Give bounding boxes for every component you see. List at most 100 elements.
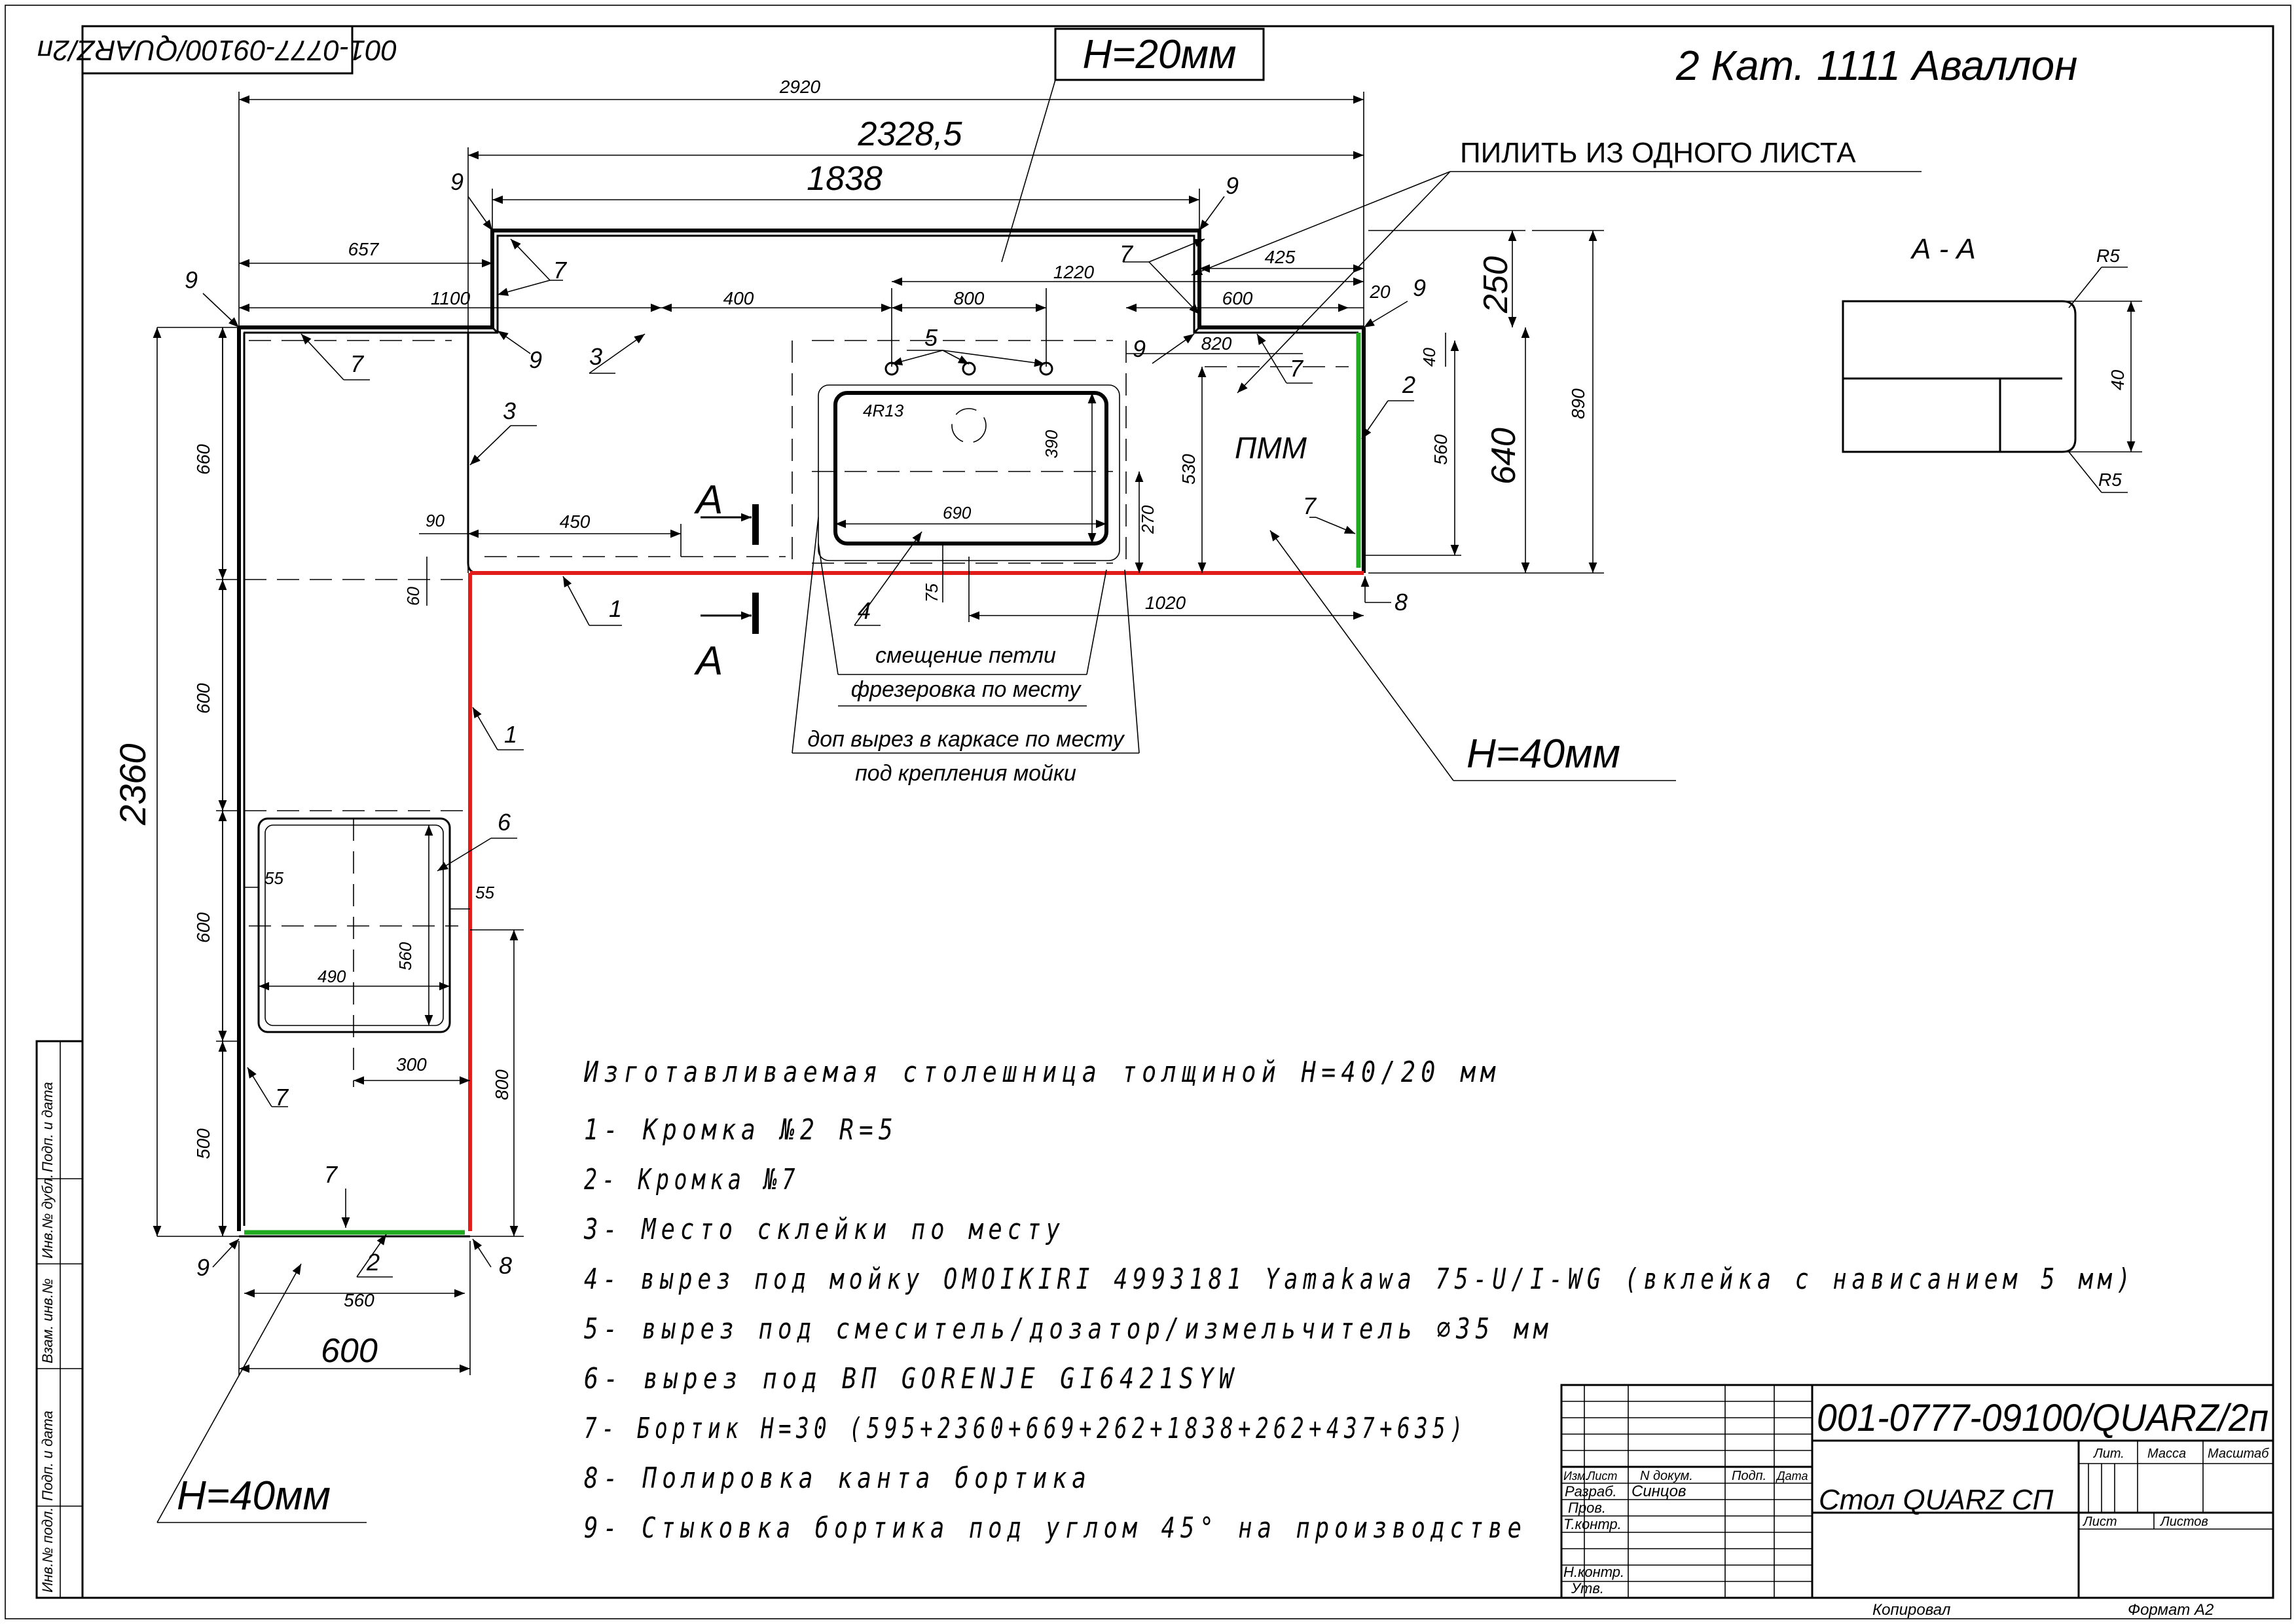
callout-9-f: 9 — [1413, 274, 1426, 301]
dimensions: 2920 2328,5 1838 657 1100 400 1220 800 4… — [112, 77, 1604, 1375]
section-dim-40: 40 — [2107, 369, 2128, 390]
dim-60: 60 — [403, 587, 423, 606]
side-stamp-1: Подп. и дата — [39, 1082, 56, 1172]
callout-7-c: 7 — [1120, 240, 1134, 267]
dim-90: 90 — [426, 511, 445, 530]
section-r-bottom: R5 — [2098, 470, 2122, 490]
callout-7-a: 7 — [553, 257, 568, 284]
dim-2328: 2328,5 — [857, 115, 962, 153]
note-1: 1- Кромка №2 R=5 — [584, 1113, 898, 1147]
callouts: 1 1 2 2 3 3 4 5 6 7 — [185, 168, 1426, 1281]
callout-3-b: 3 — [503, 397, 516, 424]
note-4: 4- вырез под мойку OMOIKIRI 4993181 Yama… — [584, 1263, 2136, 1296]
section-r-top: R5 — [2096, 246, 2120, 266]
dim-657: 657 — [348, 239, 380, 259]
dim-600-b: 600 — [193, 912, 213, 943]
cut-label-bottom: А — [693, 638, 723, 684]
callout-8-a: 8 — [1394, 589, 1408, 616]
dim-820: 820 — [1201, 333, 1232, 354]
callout-1-a: 1 — [609, 595, 622, 622]
cut-label-top: А — [693, 477, 723, 523]
callout-9-a: 9 — [185, 267, 198, 293]
callout-9-b: 9 — [450, 168, 464, 195]
tb-hdr-podp: Подп. — [1732, 1469, 1766, 1483]
dim-560-hob: 560 — [395, 942, 415, 970]
h20-label: H=20мм — [1083, 32, 1237, 77]
callout-7-f: 7 — [275, 1084, 289, 1111]
sink-cutout: 4R13 — [818, 361, 1120, 561]
dim-560-right: 560 — [1430, 434, 1451, 465]
dim-270: 270 — [1138, 505, 1157, 534]
dim-55-b: 55 — [475, 883, 494, 902]
callout-4: 4 — [858, 597, 871, 624]
section-a-a: А - А 40 R5 R5 — [1842, 233, 2142, 493]
sink-note-2: фрезеровка по месту — [851, 677, 1082, 702]
saw-note: ПИЛИТЬ ИЗ ОДНОГО ЛИСТА — [1191, 137, 1922, 394]
side-stamp-5: Инв.№ подл. — [39, 1507, 56, 1593]
dim-425: 425 — [1265, 247, 1296, 267]
sink-note-1: смещение петли — [875, 643, 1056, 668]
tb-code: 001-0777-09100/QUARZ/2п — [1817, 1397, 2269, 1439]
callout-9-c: 9 — [1226, 172, 1239, 199]
callout-9-g: 9 — [196, 1254, 210, 1281]
side-stamp-2: Инв.№ дубл. — [39, 1174, 56, 1259]
dim-500: 500 — [193, 1128, 213, 1159]
dim-560-bottom: 560 — [344, 1290, 374, 1310]
dim-800: 800 — [954, 288, 985, 308]
tb-list: Лист — [2082, 1515, 2117, 1529]
tb-name: Стол QUARZ СП — [1819, 1484, 2053, 1516]
callout-9-e: 9 — [1133, 335, 1146, 362]
notes-list: Изготавливаемая столешница толщиной H=40… — [583, 1056, 2136, 1545]
dim-490: 490 — [318, 967, 346, 986]
tb-hdr-ndoc: N докум. — [1640, 1469, 1693, 1483]
side-stamp-3: Взам. инв.№ — [39, 1278, 56, 1363]
dim-250: 250 — [1477, 256, 1515, 314]
sink-notes: смещение петли фрезеровка по месту доп в… — [792, 517, 1140, 786]
tb-prov: Пров. — [1568, 1500, 1606, 1516]
side-stamp-column: Подп. и дата Инв.№ дубл. Взам. инв.№ Под… — [35, 1040, 84, 1599]
tb-massa: Масса — [2147, 1447, 2186, 1461]
note-2: 2- Кромка №7 — [584, 1163, 800, 1196]
dim-450: 450 — [560, 511, 591, 532]
sheet-frame — [5, 5, 2291, 1619]
callout-7-e: 7 — [1303, 492, 1317, 519]
tb-masshtab: Масштаб — [2208, 1447, 2269, 1461]
footer-format: Формат А2 — [2128, 1601, 2214, 1619]
note-6: 6- вырез под ВП GORENJE GI6421SYW — [584, 1362, 1239, 1395]
note-7: 7- Бортик H=30 (595+2360+669+262+1838+26… — [584, 1412, 1468, 1445]
callout-3-a: 3 — [589, 343, 602, 370]
dim-640: 640 — [1485, 428, 1523, 485]
h40-label-right: H=40мм — [1467, 731, 1620, 777]
dim-2920: 2920 — [779, 77, 821, 97]
callout-6: 6 — [498, 809, 511, 836]
h20-label-box: H=20мм — [1001, 28, 1265, 263]
callout-5: 5 — [924, 324, 938, 351]
dim-40: 40 — [1419, 348, 1439, 367]
callout-2-b: 2 — [366, 1249, 380, 1276]
tb-utv: Утв. — [1571, 1580, 1604, 1596]
tb-listov: Листов — [2159, 1515, 2208, 1529]
section-title: А - А — [1910, 233, 1976, 265]
dim-600-bottom: 600 — [321, 1332, 378, 1370]
note-9: 9- Стыковка бортика под углом 45° на про… — [584, 1511, 1527, 1545]
faucet-hole-2 — [962, 361, 976, 376]
dim-600-top: 600 — [1222, 288, 1253, 308]
tb-nkontr: Н.контр. — [1563, 1564, 1624, 1580]
top-stamp-text: 001-0777-09100/QUARZ/2п — [37, 34, 397, 66]
callout-2-a: 2 — [1402, 371, 1415, 398]
side-stamp-4: Подп. и дата — [39, 1411, 56, 1501]
note-0: Изготавливаемая столешница толщиной H=40… — [583, 1056, 1501, 1089]
tb-razrab-name: Синцов — [1631, 1483, 1686, 1500]
dim-300: 300 — [396, 1054, 427, 1075]
dim-1020: 1020 — [1145, 593, 1186, 613]
dim-75: 75 — [922, 583, 941, 602]
pmm-label: ПММ — [1235, 431, 1307, 465]
tb-hdr-data: Дата — [1776, 1469, 1808, 1483]
tb-razrab: Разраб. — [1565, 1483, 1617, 1500]
dim-55-a: 55 — [264, 868, 283, 888]
dim-660: 660 — [193, 444, 213, 475]
dim-1220: 1220 — [1053, 262, 1095, 282]
note-5: 5- вырез под смеситель/дозатор/измельчит… — [584, 1312, 1553, 1346]
sink-note-3: доп вырез в каркасе по месту — [807, 727, 1125, 752]
